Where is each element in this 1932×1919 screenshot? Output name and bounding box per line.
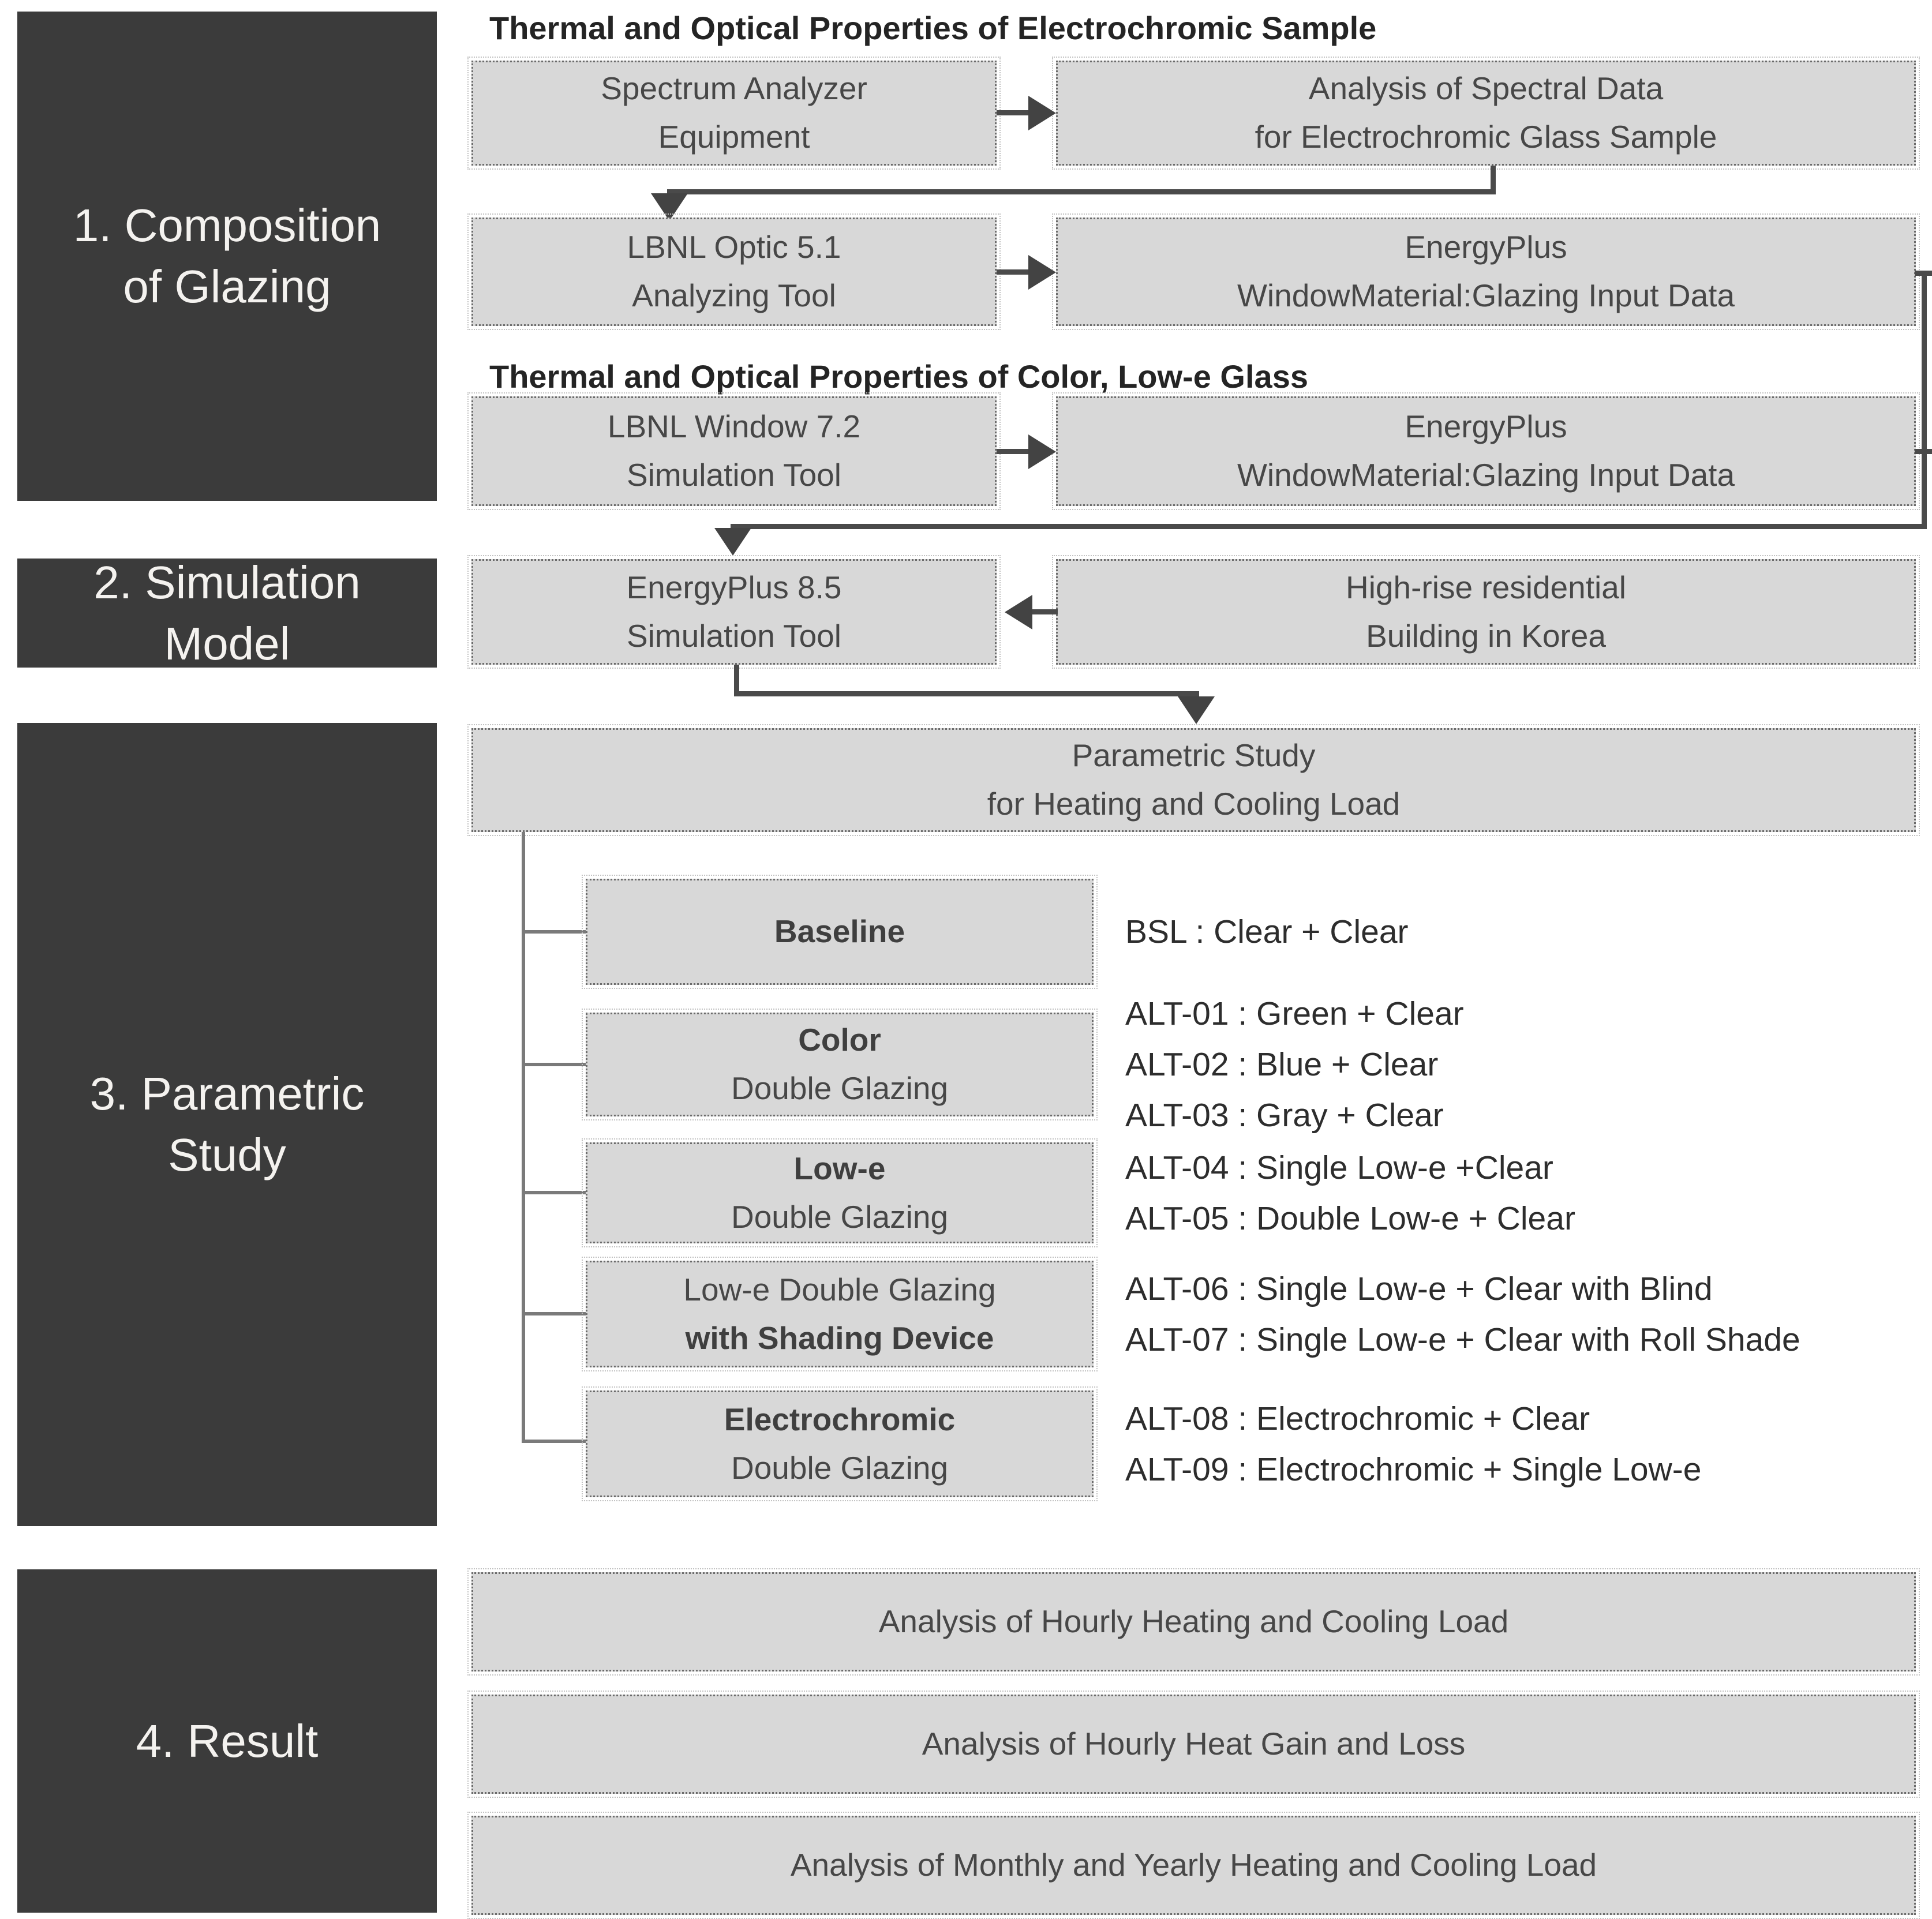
- box-text-line: LBNL Window 7.2: [607, 408, 861, 445]
- connector-line: [997, 269, 1030, 275]
- flow-box-parametric-study: Parametric Study for Heating and Cooling…: [467, 724, 1920, 836]
- sidebar-step-simulation-model: 2. Simulation Model: [17, 557, 437, 669]
- result-box-heat-gain-loss: Analysis of Hourly Heat Gain and Loss: [467, 1691, 1920, 1798]
- box-text-line: WindowMaterial:Glazing Input Data: [1237, 457, 1735, 493]
- box-text-line: Analyzing Tool: [632, 278, 836, 313]
- category-box-shading-device: Low-e Double Glazing with Shading Device: [582, 1257, 1098, 1371]
- flow-box-lbnl-window: LBNL Window 7.2 Simulation Tool: [467, 392, 1001, 510]
- arrow-down-icon: [714, 528, 751, 556]
- box-text-line: Electrochromic: [724, 1401, 956, 1437]
- box-text-line: with Shading Device: [685, 1320, 994, 1356]
- box-text-line: Low-e Double Glazing: [683, 1271, 996, 1307]
- alt-list-lowe: ALT-04 : Single Low-e +Clear ALT-05 : Do…: [1125, 1142, 1575, 1243]
- box-text-line: Double Glazing: [731, 1198, 949, 1235]
- flow-box-energyplus-input-1: EnergyPlus WindowMaterial:Glazing Input …: [1052, 213, 1920, 330]
- box-text-line: Color: [798, 1022, 881, 1058]
- alt-item: ALT-05 : Double Low-e + Clear: [1125, 1200, 1575, 1237]
- category-box-color: Color Double Glazing: [582, 1009, 1098, 1120]
- box-text-line: EnergyPlus: [1405, 229, 1567, 265]
- flow-box-energyplus85: EnergyPlus 8.5 Simulation Tool: [467, 555, 1001, 669]
- box-text-line: for Electrochromic Glass Sample: [1255, 119, 1717, 155]
- connector-line: [731, 524, 1927, 529]
- box-text-line: WindowMaterial:Glazing Input Data: [1237, 278, 1735, 313]
- box-text-line: Analysis of Spectral Data: [1308, 70, 1664, 107]
- alt-list-color: ALT-01 : Green + Clear ALT-02 : Blue + C…: [1125, 995, 1464, 1134]
- category-box-lowe: Low-e Double Glazing: [582, 1138, 1098, 1247]
- alt-list-baseline: BSL : Clear + Clear: [1125, 879, 1409, 985]
- tree-branch-line: [522, 1191, 586, 1194]
- flow-box-spectrum-analyzer: Spectrum Analyzer Equipment: [467, 57, 1001, 170]
- sidebar-step-parametric-study: 3. Parametric Study: [17, 723, 437, 1526]
- alt-item: ALT-08 : Electrochromic + Clear: [1125, 1400, 1590, 1437]
- arrow-down-icon: [651, 193, 688, 221]
- connector-line: [734, 691, 1199, 696]
- alt-item: ALT-06 : Single Low-e + Clear with Blind: [1125, 1270, 1713, 1307]
- box-text-line: Low-e: [793, 1150, 886, 1186]
- box-text-line: LBNL Optic 5.1: [627, 229, 841, 265]
- arrow-down-icon: [1178, 696, 1215, 724]
- box-text-line: Analysis of Monthly and Yearly Heating a…: [790, 1847, 1597, 1883]
- step-label-line: Model: [164, 617, 290, 669]
- box-text-line: Baseline: [774, 913, 905, 950]
- box-text-line: Analysis of Hourly Heating and Cooling L…: [878, 1603, 1509, 1640]
- step-label-line: 2. Simulation: [93, 556, 361, 608]
- connector-line: [997, 449, 1030, 454]
- alt-list-electrochromic: ALT-08 : Electrochromic + Clear ALT-09 :…: [1125, 1390, 1701, 1497]
- box-text-line: Double Glazing: [731, 1449, 949, 1486]
- box-text-line: Building in Korea: [1366, 617, 1606, 654]
- alt-item: ALT-04 : Single Low-e +Clear: [1125, 1149, 1553, 1186]
- box-text-line: EnergyPlus: [1405, 408, 1567, 445]
- sidebar-step-composition: 1. Composition of Glazing: [17, 12, 437, 501]
- connector-line: [1032, 609, 1058, 614]
- step-label-line: 4. Result: [136, 1715, 319, 1767]
- alt-item: BSL : Clear + Clear: [1125, 913, 1409, 950]
- arrow-right-icon: [1028, 96, 1056, 130]
- step-label-line: Study: [168, 1129, 286, 1180]
- alt-item: ALT-07 : Single Low-e + Clear with Roll …: [1125, 1321, 1800, 1358]
- box-text-line: Simulation Tool: [627, 457, 841, 493]
- alt-list-shading: ALT-06 : Single Low-e + Clear with Blind…: [1125, 1261, 1800, 1367]
- tree-trunk-line: [522, 832, 525, 1443]
- step-label-line: of Glazing: [123, 261, 331, 312]
- connector-line: [734, 665, 739, 696]
- box-text-line: Double Glazing: [731, 1070, 949, 1106]
- box-text-line: Parametric Study: [1072, 737, 1316, 774]
- tree-branch-line: [522, 930, 586, 934]
- arrow-right-icon: [1028, 255, 1056, 290]
- category-box-baseline: Baseline: [582, 875, 1098, 989]
- header-color-lowe-properties: Thermal and Optical Properties of Color,…: [489, 358, 1308, 395]
- alt-item: ALT-03 : Gray + Clear: [1125, 1097, 1444, 1134]
- step-label-line: 1. Composition: [73, 200, 381, 252]
- step-label-line: 3. Parametric: [89, 1068, 365, 1120]
- arrow-right-icon: [1028, 434, 1056, 469]
- connector-line: [997, 110, 1030, 115]
- sidebar-step-result: 4. Result: [17, 1569, 437, 1913]
- alt-item: ALT-01 : Green + Clear: [1125, 995, 1464, 1032]
- connector-line: [1491, 166, 1496, 194]
- category-box-electrochromic: Electrochromic Double Glazing: [582, 1386, 1098, 1501]
- connector-line: [1922, 271, 1927, 529]
- alt-item: ALT-09 : Electrochromic + Single Low-e: [1125, 1451, 1702, 1488]
- box-text-line: Equipment: [658, 119, 810, 155]
- tree-branch-line: [522, 1063, 586, 1066]
- flow-box-highrise-building: High-rise residential Building in Korea: [1052, 555, 1920, 669]
- tree-branch-line: [522, 1440, 586, 1443]
- box-text-line: Simulation Tool: [627, 617, 841, 654]
- tree-branch-line: [522, 1312, 586, 1315]
- box-text-line: High-rise residential: [1345, 569, 1627, 605]
- flow-box-energyplus-input-2: EnergyPlus WindowMaterial:Glazing Input …: [1052, 392, 1920, 510]
- header-electrochromic-properties: Thermal and Optical Properties of Electr…: [489, 10, 1377, 46]
- flow-box-lbnl-optic: LBNL Optic 5.1 Analyzing Tool: [467, 213, 1001, 330]
- result-box-monthly-yearly-load: Analysis of Monthly and Yearly Heating a…: [467, 1812, 1920, 1919]
- alt-item: ALT-02 : Blue + Clear: [1125, 1046, 1439, 1083]
- connector-line: [667, 189, 1496, 194]
- arrow-left-icon: [1005, 595, 1032, 629]
- result-box-hourly-load: Analysis of Hourly Heating and Cooling L…: [467, 1568, 1920, 1676]
- box-text-line: Spectrum Analyzer: [601, 70, 867, 107]
- box-text-line: EnergyPlus 8.5: [626, 569, 842, 605]
- box-text-line: Analysis of Hourly Heat Gain and Loss: [922, 1726, 1466, 1762]
- flow-box-spectral-data-analysis: Analysis of Spectral Data for Electrochr…: [1052, 57, 1920, 170]
- box-text-line: for Heating and Cooling Load: [987, 786, 1401, 822]
